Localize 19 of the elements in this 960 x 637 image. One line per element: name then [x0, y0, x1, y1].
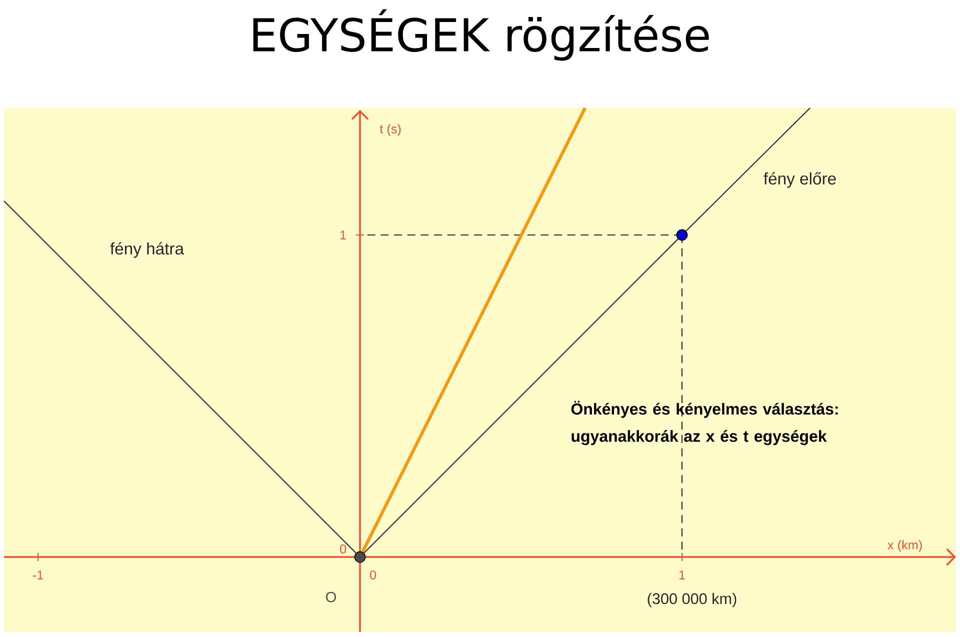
line: [361, 107, 586, 553]
axis-label: 0: [340, 544, 346, 554]
note: Önkényes és kényelmes választás: ugyanakkorák az x és t egységek: [571, 400, 838, 446]
point-name: O: [326, 592, 336, 602]
axis-label: -1: [32, 570, 43, 580]
line-label: fény előre: [762, 170, 838, 190]
title: EGYSÉGEK rögzítése: [253, 9, 709, 61]
line-label: fény hátra: [108, 240, 186, 260]
line: [364, 238, 678, 554]
axis-label: (300 000 km): [648, 592, 736, 608]
point: [354, 551, 366, 563]
axis-label: 1: [340, 230, 346, 240]
point: [676, 229, 688, 241]
axis-label: x (km): [888, 540, 922, 552]
line: [686, 108, 810, 232]
axis-label: t (s): [380, 124, 401, 136]
axis-label: 1: [679, 570, 685, 580]
line: [4, 200, 356, 554]
axis-label: 0: [370, 570, 376, 580]
